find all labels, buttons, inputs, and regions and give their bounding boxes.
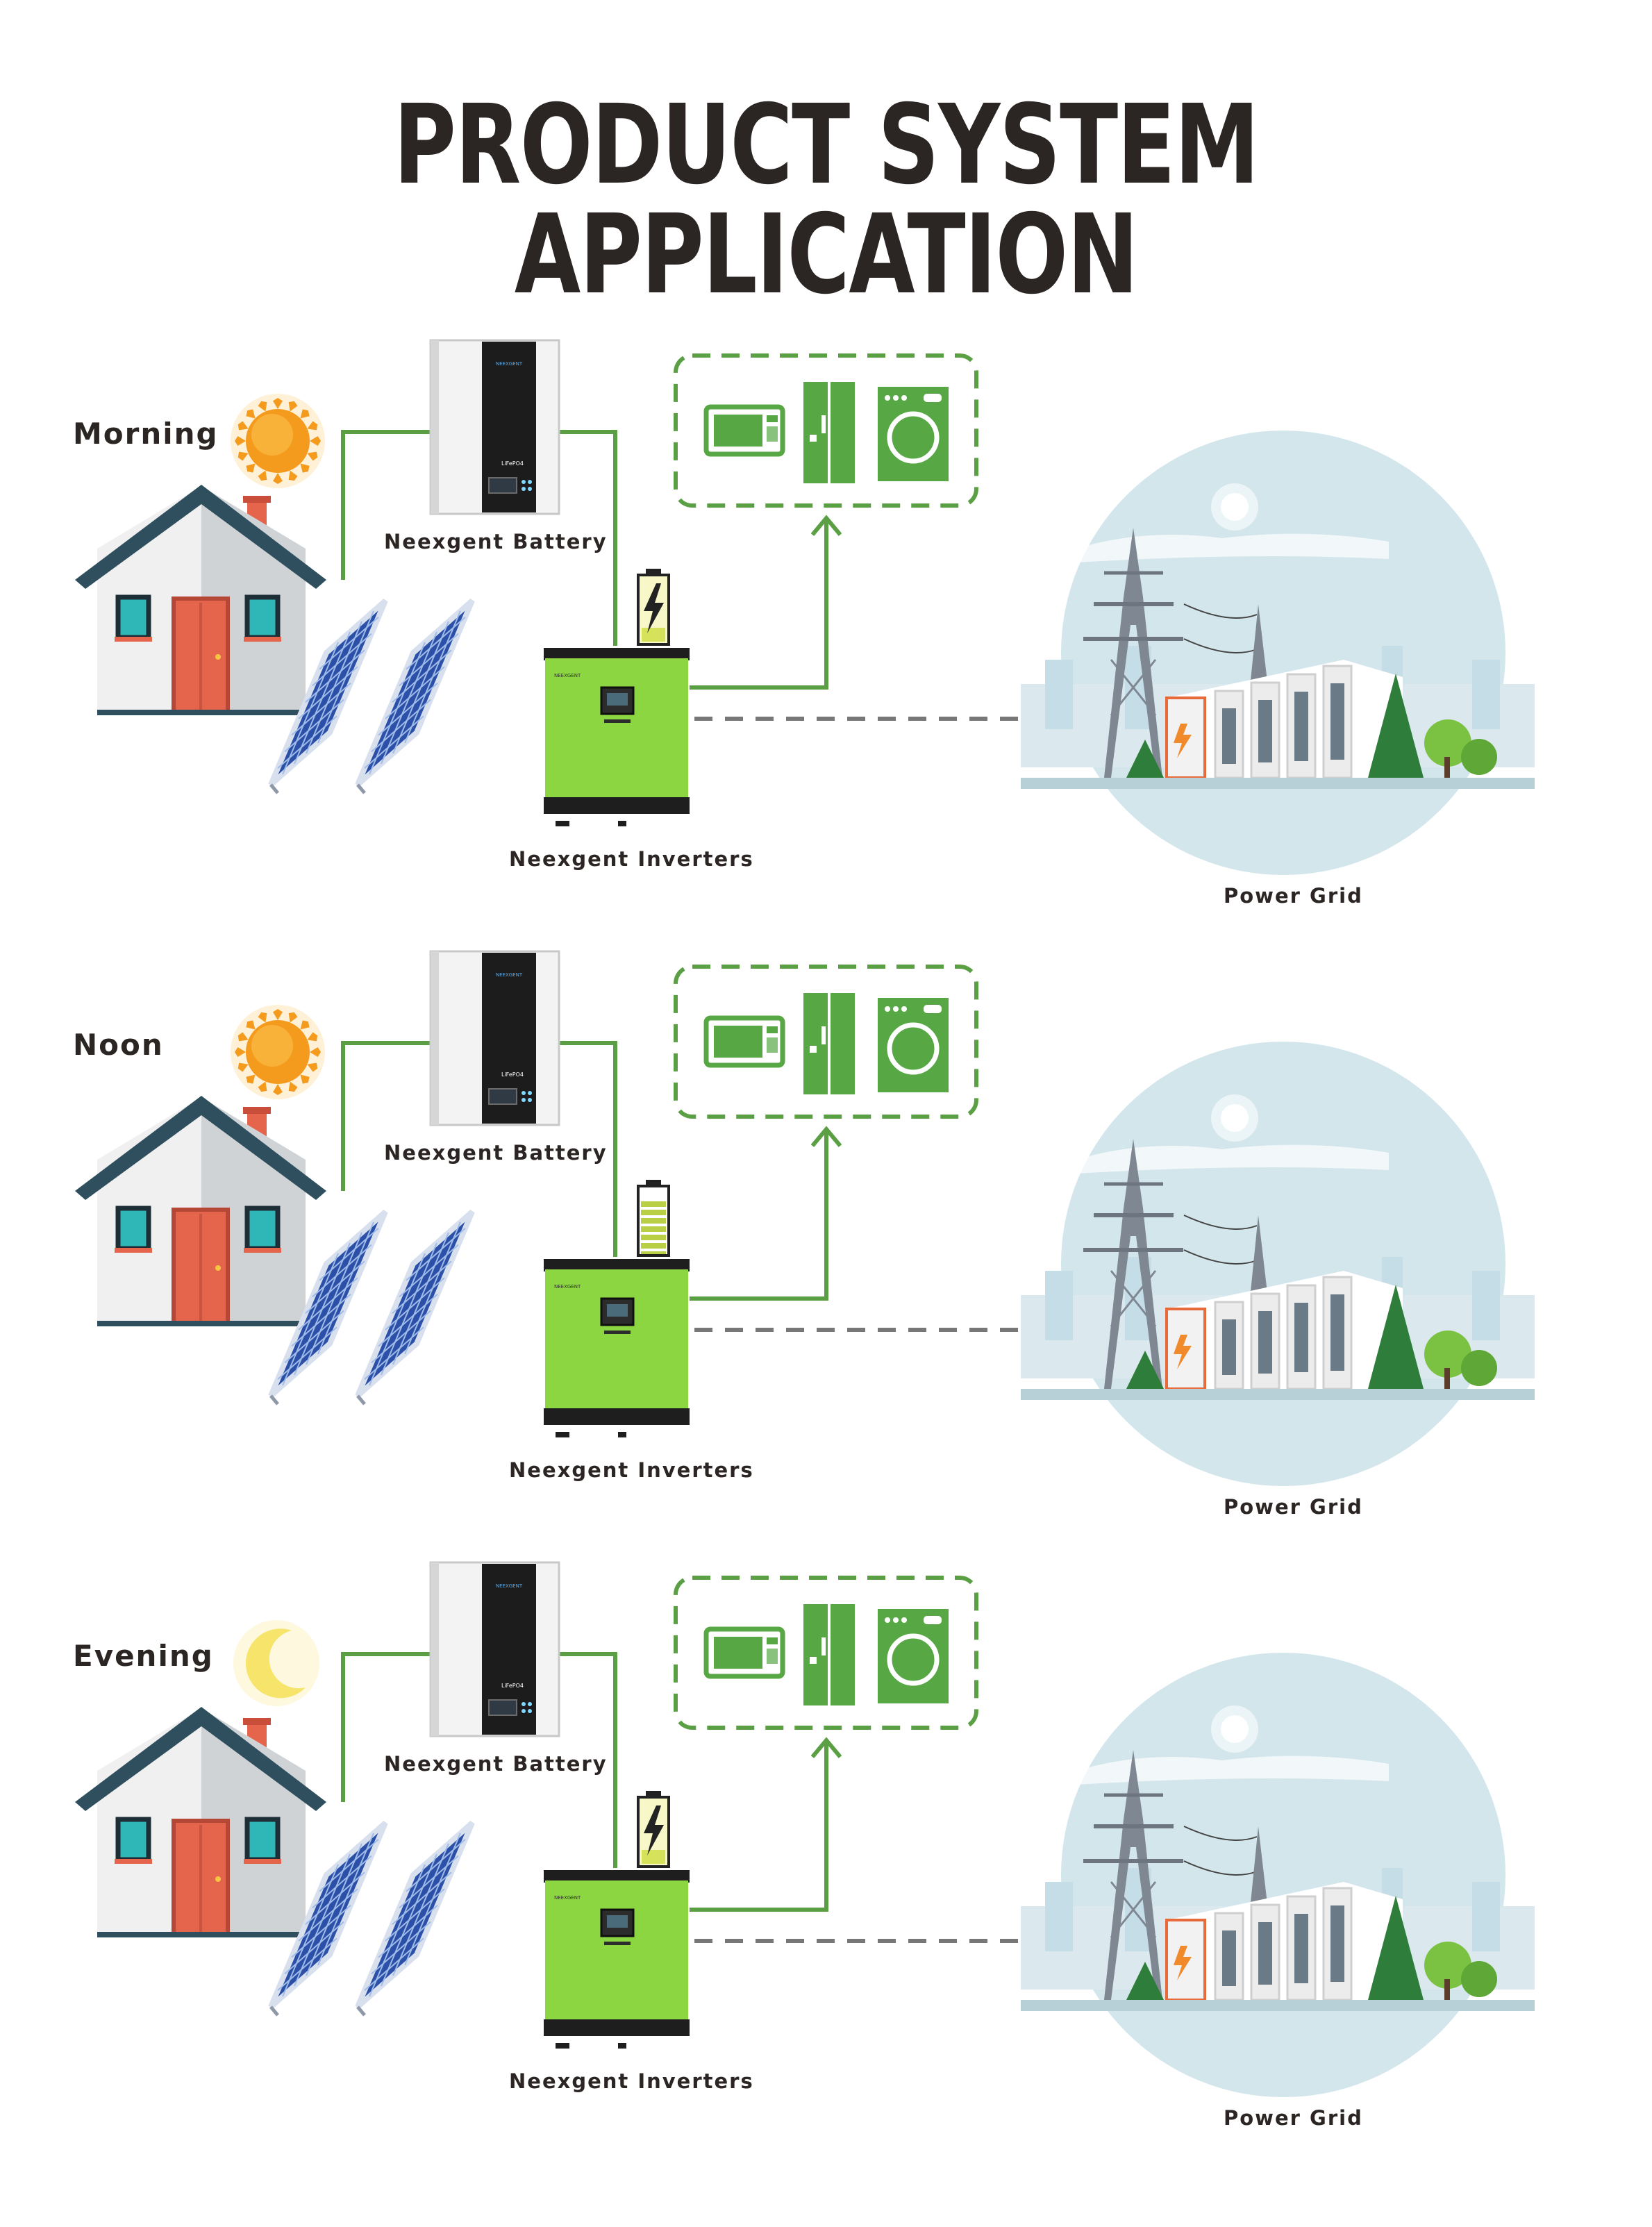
power-grid-illustration — [1021, 431, 1535, 875]
grid-flow-arrow — [694, 706, 1045, 731]
connection-lines — [341, 430, 842, 690]
battery-label: Neexgent Battery — [384, 530, 608, 553]
connection-lines — [341, 1041, 842, 1301]
neexgent-battery-unit: NEEXGENT LiFePO4 — [429, 950, 560, 1126]
neexgent-inverter-unit: NEEXGENT — [544, 648, 690, 826]
transmission-tower-icon — [1083, 1139, 1183, 1389]
microwave-icon — [703, 1626, 785, 1679]
grid-flow-arrow — [694, 1317, 1045, 1342]
inverter-label: Neexgent Inverters — [509, 2069, 754, 2093]
appliances-group — [674, 353, 978, 508]
svg-text:NEEXGENT: NEEXGENT — [496, 972, 523, 978]
house-icon — [75, 1707, 326, 1937]
svg-text:LiFePO4: LiFePO4 — [501, 1071, 524, 1078]
panel-evening: NEEXGENT LiFePO4 NEEXGENT — [0, 1521, 1652, 2132]
grid-label: Power Grid — [1224, 1495, 1363, 1519]
grid-label: Power Grid — [1224, 2106, 1363, 2130]
svg-text:NEEXGENT: NEEXGENT — [554, 1284, 581, 1290]
power-grid-illustration — [1021, 1653, 1535, 2097]
microwave-icon — [703, 404, 785, 457]
charging-bolt-icon — [637, 569, 670, 646]
neexgent-battery-unit: NEEXGENT LiFePO4 — [429, 339, 560, 515]
washing-machine-icon — [878, 1609, 949, 1703]
phase-label: Morning — [73, 417, 219, 451]
refrigerator-icon — [803, 382, 855, 483]
phase-label: Evening — [73, 1639, 214, 1673]
substation-building-icon — [1165, 1882, 1403, 2001]
substation-building-icon — [1165, 660, 1403, 779]
svg-text:NEEXGENT: NEEXGENT — [554, 1895, 581, 1901]
transmission-tower-icon — [1083, 528, 1183, 778]
refrigerator-icon — [803, 993, 855, 1094]
refrigerator-icon — [803, 1604, 855, 1705]
neexgent-inverter-unit: NEEXGENT — [544, 1259, 690, 1437]
battery-label: Neexgent Battery — [384, 1752, 608, 1776]
house-icon — [75, 1096, 326, 1326]
solar-panels-icon — [268, 1210, 475, 1406]
svg-text:LiFePO4: LiFePO4 — [501, 460, 524, 467]
sun-icon — [231, 1005, 325, 1099]
neexgent-inverter-unit: NEEXGENT — [544, 1870, 690, 2049]
moon-icon — [233, 1620, 319, 1706]
grid-label: Power Grid — [1224, 884, 1363, 908]
power-grid-illustration — [1021, 1042, 1535, 1486]
microwave-icon — [703, 1015, 785, 1068]
grid-flow-arrow — [694, 1928, 1045, 1953]
house-icon — [75, 485, 326, 715]
phase-label: Noon — [73, 1028, 164, 1062]
inverter-label: Neexgent Inverters — [509, 847, 754, 871]
solar-panels-icon — [268, 599, 475, 794]
transmission-tower-icon — [1083, 1750, 1183, 2000]
sun-icon — [231, 394, 325, 488]
svg-text:LiFePO4: LiFePO4 — [501, 1683, 524, 1689]
charging-bolt-icon — [637, 1791, 670, 1868]
substation-building-icon — [1165, 1271, 1403, 1390]
panel-noon: NEEXGENT LiFePO4 NEEXGENT — [0, 910, 1652, 1521]
appliances-group — [674, 965, 978, 1119]
connection-lines — [341, 1652, 842, 1912]
svg-text:NEEXGENT: NEEXGENT — [496, 361, 523, 367]
appliances-group — [674, 1576, 978, 1730]
battery-label: Neexgent Battery — [384, 1141, 608, 1165]
washing-machine-icon — [878, 998, 949, 1092]
washing-machine-icon — [878, 387, 949, 481]
solar-panels-icon — [268, 1821, 475, 2017]
svg-text:NEEXGENT: NEEXGENT — [496, 1583, 523, 1589]
inverter-label: Neexgent Inverters — [509, 1458, 754, 1482]
neexgent-battery-unit: NEEXGENT LiFePO4 — [429, 1561, 560, 1737]
trees-icon — [1126, 1896, 1497, 2007]
panel-morning: NEEXGENT LiFePO4 NEEXGENT — [0, 299, 1652, 910]
trees-icon — [1126, 674, 1497, 785]
full-battery-icon — [637, 1180, 670, 1257]
svg-text:NEEXGENT: NEEXGENT — [554, 673, 581, 678]
page-title: PRODUCT SYSTEM APPLICATION — [393, 81, 1260, 319]
